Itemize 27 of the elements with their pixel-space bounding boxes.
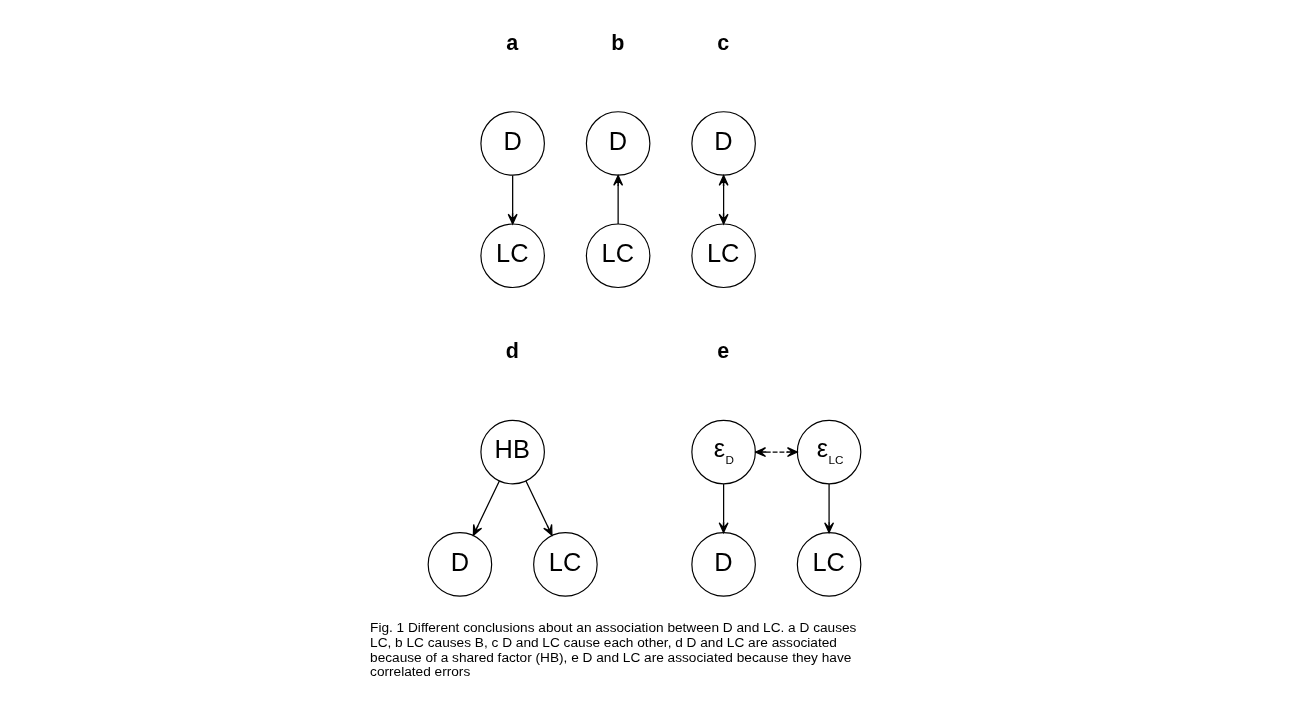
arrow xyxy=(507,174,518,225)
arrow xyxy=(525,480,553,536)
label: b xyxy=(611,30,625,55)
node-circle: D xyxy=(691,111,756,176)
node-circle: ε$_{D}$ xyxy=(691,419,756,485)
node-circle: D xyxy=(480,111,545,176)
arrow xyxy=(824,483,835,534)
label: c xyxy=(717,30,730,55)
node-circle: D xyxy=(691,532,756,597)
node-circle: LC xyxy=(796,532,862,597)
label: a xyxy=(506,30,519,55)
arrow xyxy=(472,480,500,536)
node-circle: LC xyxy=(585,223,651,289)
label: e xyxy=(717,339,730,364)
arrow xyxy=(718,483,729,534)
label: d xyxy=(505,339,519,364)
arrow xyxy=(755,447,798,458)
caption: Fig. 1 Different conclusions about an association between D and LC. a D causes LC, b LC causes B, c D and LC cause each other, d D and LC are associated because of a shared factor (HB), e D and LC are associated because they have correlated errors xyxy=(370,620,857,680)
node-circle: LC xyxy=(691,223,756,289)
arrow xyxy=(613,174,624,225)
arrow xyxy=(718,174,729,225)
node-circle: D xyxy=(585,111,651,176)
node-circle: ε$_{LC}$ xyxy=(796,419,862,485)
node-circle: LC xyxy=(480,223,545,289)
node-circle: HB xyxy=(480,419,545,485)
node-circle: LC xyxy=(533,532,598,597)
node-circle: D xyxy=(427,532,493,597)
